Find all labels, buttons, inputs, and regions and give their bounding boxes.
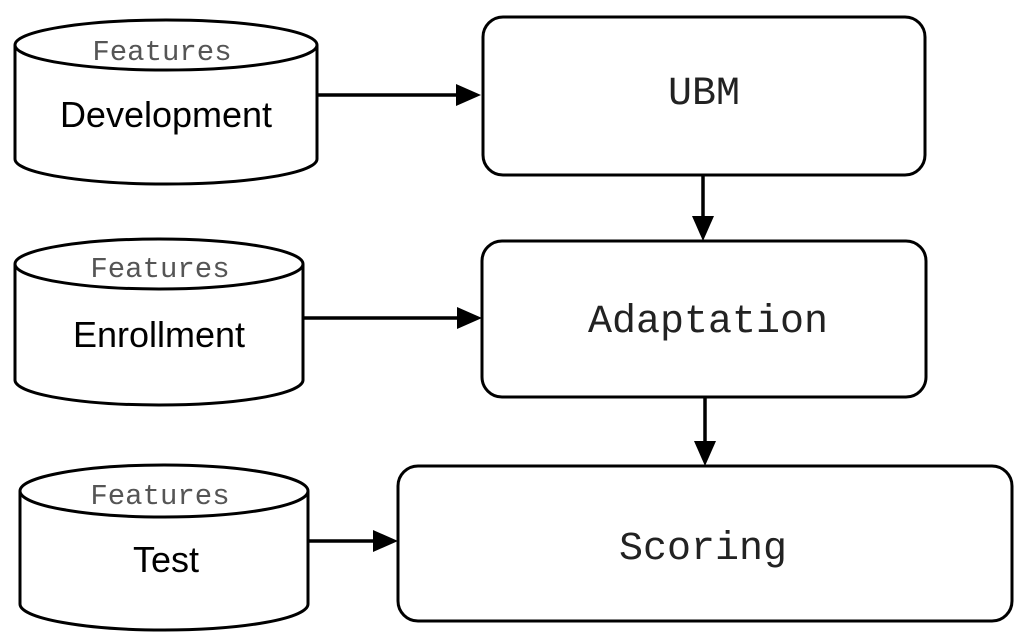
arrowhead bbox=[456, 84, 481, 106]
database-header: Features bbox=[90, 480, 229, 513]
database-name: Test bbox=[133, 539, 199, 580]
cylinder-body bbox=[13, 45, 319, 186]
arrow-adaptation-to-scoring bbox=[694, 397, 716, 466]
cylinder-body bbox=[18, 491, 310, 632]
step-adaptation: Adaptation bbox=[480, 239, 928, 399]
database-name: Development bbox=[60, 94, 272, 135]
cylinder-top bbox=[13, 237, 305, 291]
cylinder-top bbox=[13, 18, 319, 72]
step-label: UBM bbox=[668, 72, 740, 117]
arrow-enrollment-to-adaptation bbox=[303, 307, 482, 329]
database-test: Features Test bbox=[18, 463, 310, 632]
arrowhead bbox=[457, 307, 482, 329]
cylinder-body bbox=[13, 264, 305, 407]
database-enrollment: Features Enrollment bbox=[13, 237, 305, 407]
arrow-test-to-scoring bbox=[308, 530, 398, 552]
step-label: Adaptation bbox=[588, 300, 828, 345]
step-ubm: UBM bbox=[481, 15, 927, 177]
database-development: Features Development bbox=[13, 18, 319, 186]
arrowhead bbox=[694, 441, 716, 466]
arrowhead bbox=[373, 530, 398, 552]
cylinder-top bbox=[18, 463, 310, 519]
step-label: Scoring bbox=[619, 527, 787, 572]
step-scoring: Scoring bbox=[396, 464, 1014, 623]
arrowhead bbox=[692, 216, 714, 241]
arrow-development-to-ubm bbox=[317, 84, 481, 106]
database-header: Features bbox=[90, 253, 229, 286]
arrow-ubm-to-adaptation bbox=[692, 175, 714, 241]
database-name: Enrollment bbox=[73, 314, 245, 355]
database-header: Features bbox=[92, 36, 231, 69]
